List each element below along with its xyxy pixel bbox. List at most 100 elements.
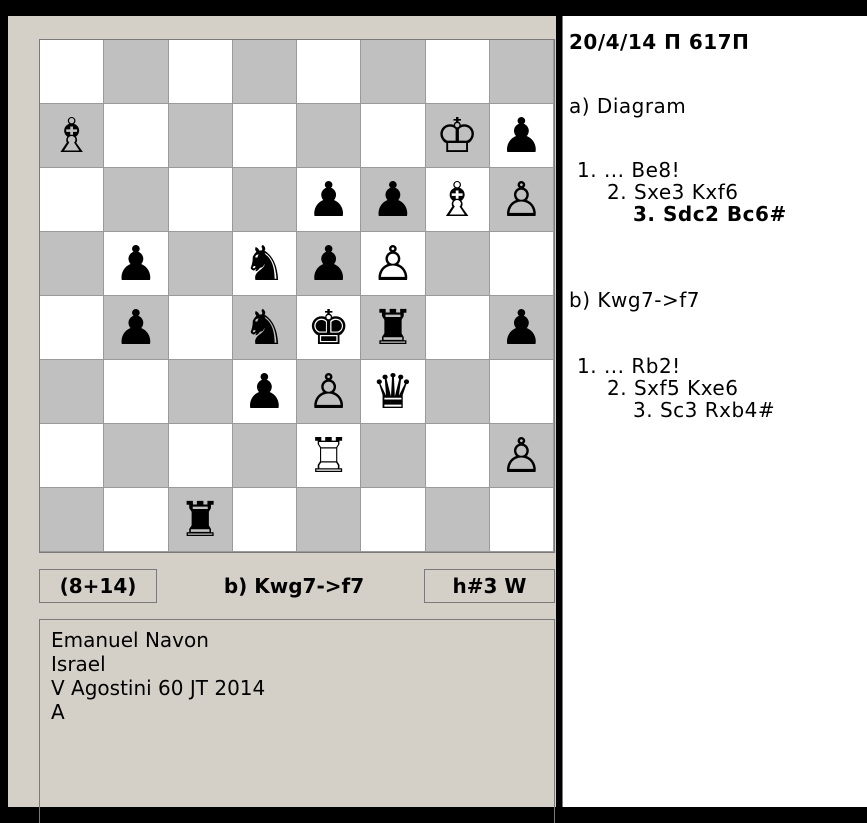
- square-h4[interactable]: ♟: [490, 296, 554, 360]
- black-pawn-icon[interactable]: ♟: [114, 304, 157, 352]
- black-pawn-icon[interactable]: ♟: [114, 240, 157, 288]
- square-c7[interactable]: [169, 104, 233, 168]
- black-king-icon[interactable]: ♚: [307, 304, 350, 352]
- square-d7[interactable]: [233, 104, 297, 168]
- white-bishop-icon[interactable]: ♗: [436, 176, 479, 224]
- part-a-move-3: 3. Sdc2 Bc6#: [633, 202, 787, 226]
- black-pawn-icon[interactable]: ♟: [307, 176, 350, 224]
- square-e6[interactable]: ♟: [297, 168, 361, 232]
- black-pawn-icon[interactable]: ♟: [371, 176, 414, 224]
- white-pawn-icon[interactable]: ♙: [307, 368, 350, 416]
- square-c6[interactable]: [169, 168, 233, 232]
- square-c5[interactable]: [169, 232, 233, 296]
- square-a5[interactable]: [40, 232, 104, 296]
- square-a7[interactable]: ♗: [40, 104, 104, 168]
- square-g5[interactable]: [426, 232, 490, 296]
- white-king-icon[interactable]: ♔: [436, 112, 479, 160]
- square-a4[interactable]: [40, 296, 104, 360]
- square-f7[interactable]: [361, 104, 425, 168]
- black-rook-icon[interactable]: ♜: [179, 496, 222, 544]
- square-h3[interactable]: [490, 360, 554, 424]
- square-g8[interactable]: [426, 40, 490, 104]
- square-c1[interactable]: ♜: [169, 488, 233, 552]
- part-b-move-1: 1. ... Rb2!: [577, 354, 681, 378]
- square-g4[interactable]: [426, 296, 490, 360]
- square-d8[interactable]: [233, 40, 297, 104]
- square-h8[interactable]: [490, 40, 554, 104]
- square-g7[interactable]: ♔: [426, 104, 490, 168]
- part-a-label: a) Diagram: [569, 94, 686, 118]
- white-pawn-icon[interactable]: ♙: [500, 176, 543, 224]
- square-a8[interactable]: [40, 40, 104, 104]
- square-e4[interactable]: ♚: [297, 296, 361, 360]
- square-f4[interactable]: ♜: [361, 296, 425, 360]
- tourney-name: V Agostini 60 JT 2014: [51, 676, 543, 700]
- square-a1[interactable]: [40, 488, 104, 552]
- square-a6[interactable]: [40, 168, 104, 232]
- chess-board[interactable]: ♗ ♔ ♟ ♟ ♟ ♗ ♙ ♟ ♞ ♟ ♙ ♟ ♞ ♚ ♜ ♟ ♟ ♙ ♛ ♖ ♙ ♜: [39, 39, 555, 553]
- black-pawn-icon[interactable]: ♟: [500, 304, 543, 352]
- part-b-label: b) Kwg7->f7: [569, 288, 700, 312]
- black-pawn-icon[interactable]: ♟: [243, 368, 286, 416]
- square-f8[interactable]: [361, 40, 425, 104]
- square-e2[interactable]: ♖: [297, 424, 361, 488]
- square-h7[interactable]: ♟: [490, 104, 554, 168]
- square-g6[interactable]: ♗: [426, 168, 490, 232]
- black-pawn-icon[interactable]: ♟: [500, 112, 543, 160]
- square-b3[interactable]: [104, 360, 168, 424]
- square-e7[interactable]: [297, 104, 361, 168]
- square-g3[interactable]: [426, 360, 490, 424]
- white-pawn-icon[interactable]: ♙: [500, 432, 543, 480]
- author-name: Emanuel Navon: [51, 628, 543, 652]
- square-b4[interactable]: ♟: [104, 296, 168, 360]
- white-pawn-icon[interactable]: ♙: [371, 240, 414, 288]
- square-h2[interactable]: ♙: [490, 424, 554, 488]
- square-b7[interactable]: [104, 104, 168, 168]
- white-rook-icon[interactable]: ♖: [307, 432, 350, 480]
- black-knight-icon[interactable]: ♞: [243, 240, 286, 288]
- square-h5[interactable]: [490, 232, 554, 296]
- award-label: A: [51, 700, 543, 724]
- square-g1[interactable]: [426, 488, 490, 552]
- square-d4[interactable]: ♞: [233, 296, 297, 360]
- square-c2[interactable]: [169, 424, 233, 488]
- black-rook-icon[interactable]: ♜: [371, 304, 414, 352]
- square-a2[interactable]: [40, 424, 104, 488]
- square-d6[interactable]: [233, 168, 297, 232]
- square-f2[interactable]: [361, 424, 425, 488]
- twin-label: b) Kwg7->f7: [189, 569, 399, 603]
- square-e5[interactable]: ♟: [297, 232, 361, 296]
- square-b1[interactable]: [104, 488, 168, 552]
- square-a3[interactable]: [40, 360, 104, 424]
- square-b6[interactable]: [104, 168, 168, 232]
- square-b8[interactable]: [104, 40, 168, 104]
- black-knight-icon[interactable]: ♞: [243, 304, 286, 352]
- square-b2[interactable]: [104, 424, 168, 488]
- square-e8[interactable]: [297, 40, 361, 104]
- square-h6[interactable]: ♙: [490, 168, 554, 232]
- part-a-move-2: 2. Sxe3 Kxf6: [607, 180, 738, 204]
- square-c3[interactable]: [169, 360, 233, 424]
- part-a-move-1: 1. ... Be8!: [577, 158, 680, 182]
- square-f1[interactable]: [361, 488, 425, 552]
- square-d1[interactable]: [233, 488, 297, 552]
- square-g2[interactable]: [426, 424, 490, 488]
- square-h1[interactable]: [490, 488, 554, 552]
- square-b5[interactable]: ♟: [104, 232, 168, 296]
- black-pawn-icon[interactable]: ♟: [307, 240, 350, 288]
- square-c4[interactable]: [169, 296, 233, 360]
- piece-count: (8+14): [39, 569, 157, 603]
- square-e1[interactable]: [297, 488, 361, 552]
- square-d2[interactable]: [233, 424, 297, 488]
- square-d5[interactable]: ♞: [233, 232, 297, 296]
- part-b-move-3: 3. Sc3 Rxb4#: [633, 398, 775, 422]
- square-f5[interactable]: ♙: [361, 232, 425, 296]
- square-e3[interactable]: ♙: [297, 360, 361, 424]
- square-d3[interactable]: ♟: [233, 360, 297, 424]
- square-c8[interactable]: [169, 40, 233, 104]
- square-f3[interactable]: ♛: [361, 360, 425, 424]
- white-bishop-icon[interactable]: ♗: [50, 112, 93, 160]
- black-queen-icon[interactable]: ♛: [371, 368, 414, 416]
- solution-header: 20/4/14 Π 617Π: [569, 30, 749, 54]
- square-f6[interactable]: ♟: [361, 168, 425, 232]
